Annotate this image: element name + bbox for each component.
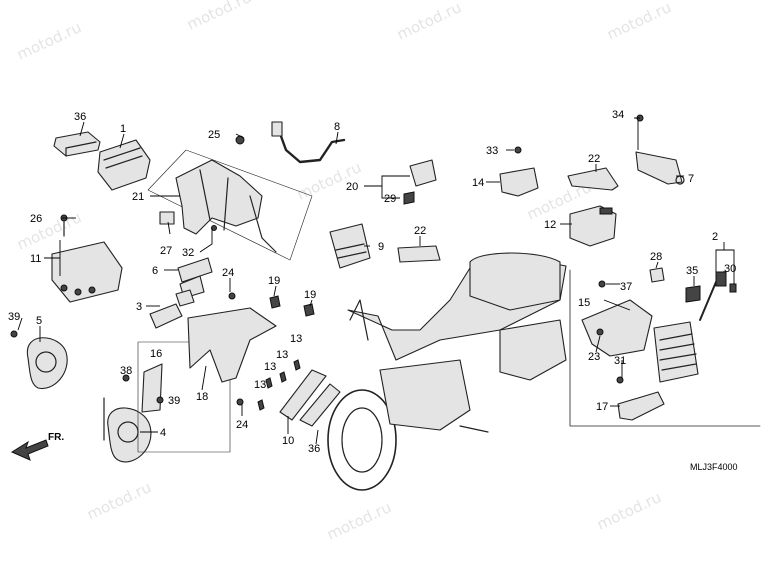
callout-39: 39 bbox=[168, 395, 180, 407]
callout-labels: 36 1 26 11 39 5 16 38 39 4 21 25 27 32 8… bbox=[8, 109, 736, 455]
part-11-module bbox=[51, 214, 123, 303]
callout-14: 14 bbox=[472, 177, 484, 189]
callout-5: 5 bbox=[36, 315, 42, 327]
callout-17: 17 bbox=[596, 401, 608, 413]
callout-20: 20 bbox=[346, 181, 358, 193]
part-16-horn-bracket bbox=[122, 341, 231, 453]
callout-18: 18 bbox=[196, 391, 208, 403]
part-22-cover-lower bbox=[397, 245, 441, 263]
part-9-ecu bbox=[329, 223, 371, 269]
callout-39: 39 bbox=[8, 311, 20, 323]
part-36-clip bbox=[53, 131, 101, 157]
part-7-bracket bbox=[635, 114, 685, 185]
part-22-cover-upper bbox=[567, 167, 619, 191]
diagram-code: MLJ3F4000 bbox=[690, 462, 738, 472]
right-group-bolts bbox=[596, 280, 624, 384]
part-2-regulator bbox=[653, 271, 737, 383]
callout-29: 29 bbox=[384, 193, 396, 205]
watermark: motod.ru bbox=[184, 0, 254, 34]
callout-24: 24 bbox=[236, 419, 248, 431]
callout-7: 7 bbox=[688, 173, 694, 185]
callout-32: 32 bbox=[182, 247, 194, 259]
callout-36: 36 bbox=[74, 111, 86, 123]
callout-24: 24 bbox=[222, 267, 234, 279]
callout-2: 2 bbox=[712, 231, 718, 243]
watermark: motod.ru bbox=[594, 488, 664, 533]
callout-21: 21 bbox=[132, 191, 144, 203]
callout-13: 13 bbox=[254, 379, 266, 391]
front-label: FR. bbox=[48, 432, 64, 443]
watermark: motod.ru bbox=[604, 0, 674, 44]
callout-6: 6 bbox=[152, 265, 158, 277]
callout-34: 34 bbox=[612, 109, 624, 121]
part-21-wire-harness bbox=[147, 135, 313, 261]
callout-12: 12 bbox=[544, 219, 556, 231]
callout-13: 13 bbox=[276, 349, 288, 361]
callout-27: 27 bbox=[160, 245, 172, 257]
callout-33: 33 bbox=[486, 145, 498, 157]
callout-8: 8 bbox=[334, 121, 340, 133]
part-20-relay bbox=[403, 159, 437, 205]
part-14-unit bbox=[499, 146, 539, 197]
callout-10: 10 bbox=[282, 435, 294, 447]
front-arrow: FR. bbox=[10, 432, 64, 461]
callout-28: 28 bbox=[650, 251, 662, 263]
callout-36: 36 bbox=[308, 443, 320, 455]
callout-22: 22 bbox=[588, 153, 600, 165]
callout-9: 9 bbox=[378, 241, 384, 253]
callout-1: 1 bbox=[120, 123, 126, 135]
callout-15: 15 bbox=[578, 297, 590, 309]
callout-11: 11 bbox=[30, 253, 41, 265]
callout-38: 38 bbox=[120, 365, 132, 377]
callout-19: 19 bbox=[268, 275, 280, 287]
part-28-35-grommets bbox=[649, 267, 701, 303]
part-15-bracket bbox=[581, 299, 653, 357]
callout-30: 30 bbox=[724, 263, 736, 275]
callout-3: 3 bbox=[136, 301, 142, 313]
callout-26: 26 bbox=[30, 213, 42, 225]
watermark: motod.ru bbox=[394, 0, 464, 44]
part-5-horn bbox=[10, 330, 68, 390]
part-12-unit bbox=[569, 205, 617, 247]
callout-22: 22 bbox=[414, 225, 426, 237]
callout-4: 4 bbox=[160, 427, 166, 439]
motorcycle-outline bbox=[327, 252, 567, 491]
callout-13: 13 bbox=[290, 333, 302, 345]
callout-19: 19 bbox=[304, 289, 316, 301]
part-4-horn bbox=[103, 397, 152, 463]
part-18-bracket bbox=[187, 292, 277, 406]
watermark: motod.ru bbox=[14, 18, 84, 63]
callout-25: 25 bbox=[208, 129, 220, 141]
part-1-control-unit bbox=[97, 139, 151, 191]
callout-23: 23 bbox=[588, 351, 600, 363]
part-17-cover bbox=[617, 391, 665, 421]
part-8-cable bbox=[271, 121, 346, 164]
right-group-frame bbox=[569, 269, 761, 427]
callout-37: 37 bbox=[620, 281, 632, 293]
part-3-connector bbox=[149, 289, 195, 329]
part-13-pins bbox=[257, 359, 301, 411]
watermark: motod.ru bbox=[324, 498, 394, 543]
callout-35: 35 bbox=[686, 265, 698, 277]
part-19-clip bbox=[269, 295, 315, 317]
callout-31: 31 bbox=[614, 355, 626, 367]
watermark: motod.ru bbox=[14, 208, 84, 253]
leader-lines bbox=[17, 117, 735, 445]
callout-13: 13 bbox=[264, 361, 276, 373]
watermark: motod.ru bbox=[84, 478, 154, 523]
callout-16: 16 bbox=[150, 348, 162, 360]
